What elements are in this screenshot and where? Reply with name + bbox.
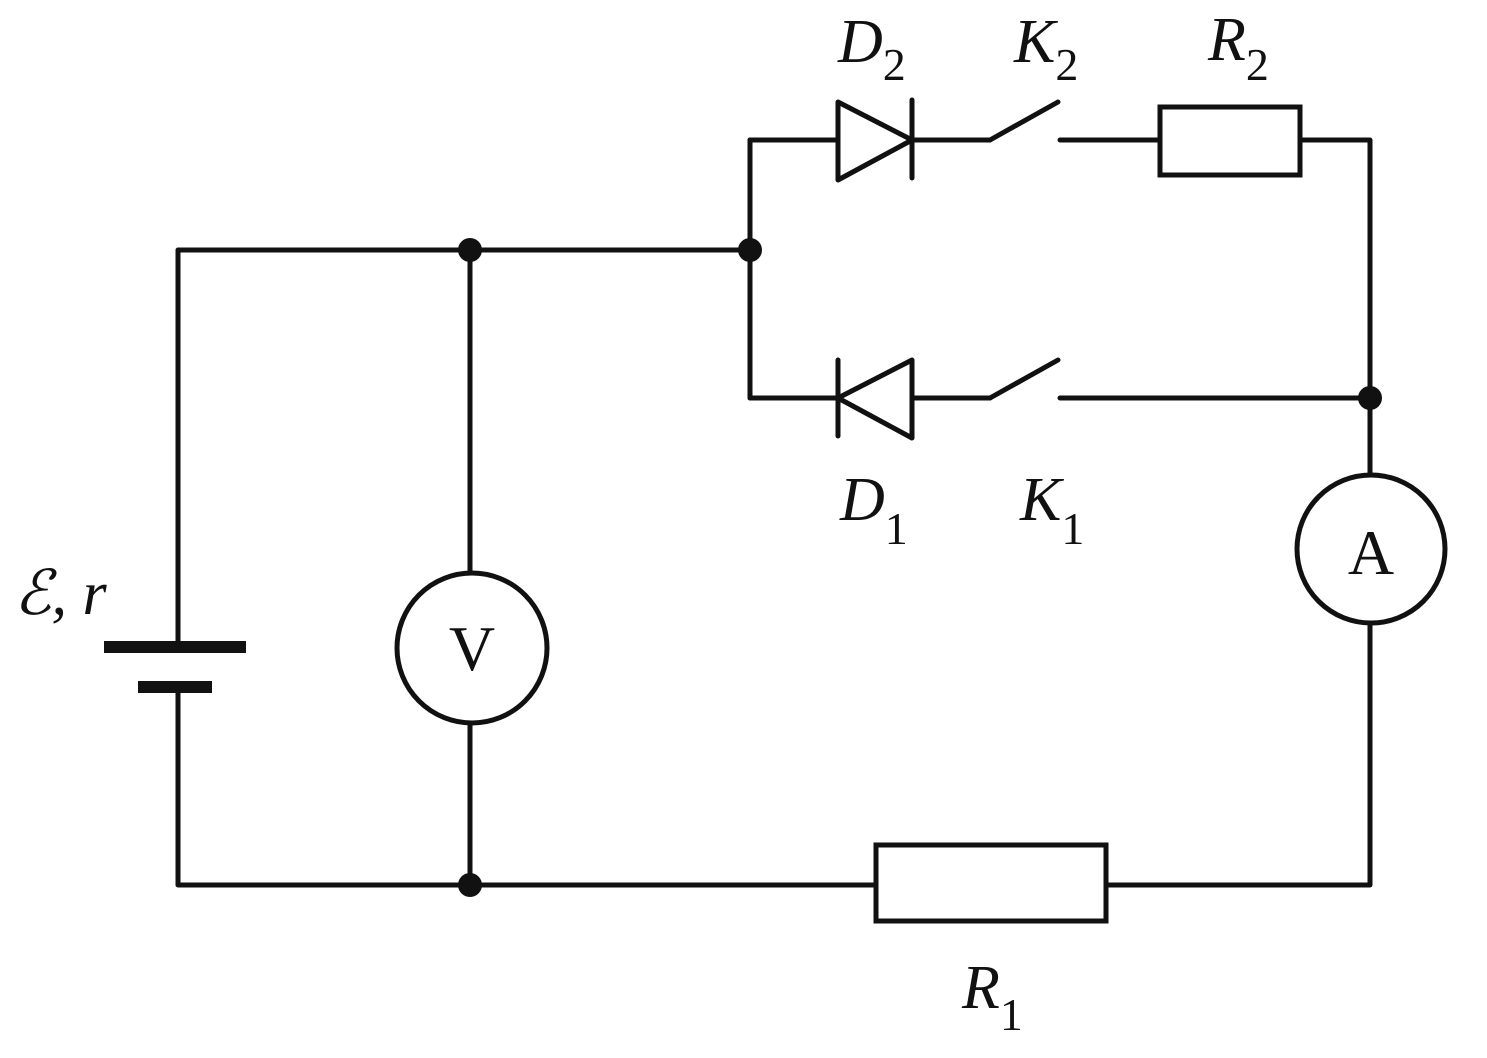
switch-k2: K2 bbox=[987, 8, 1078, 143]
junction-node bbox=[1358, 386, 1382, 410]
ammeter-symbol: A bbox=[1348, 517, 1394, 588]
resistor-r2: R2 bbox=[1157, 6, 1303, 178]
diode-d2-triangle bbox=[835, 99, 915, 183]
resistor-r1-label: R1 bbox=[961, 954, 1023, 1040]
switch-k2-blade bbox=[987, 99, 1061, 143]
voltmeter-symbol: V bbox=[449, 613, 495, 684]
wire-battery-bottom bbox=[175, 685, 473, 888]
ammeter-circle bbox=[1294, 472, 1448, 626]
voltmeter: V bbox=[394, 570, 550, 726]
wire-upper-right bbox=[1297, 137, 1373, 401]
junction-node bbox=[458, 238, 482, 262]
resistor-r2-label: R2 bbox=[1207, 6, 1269, 90]
switch-k1-blade bbox=[987, 357, 1061, 401]
ammeter: A bbox=[1294, 472, 1448, 626]
resistor-r2-body bbox=[1157, 104, 1303, 178]
battery-label: ℰ, r bbox=[14, 560, 108, 628]
switch-k1-label: K1 bbox=[1019, 466, 1084, 554]
diode-d2-label: D2 bbox=[837, 8, 906, 90]
diode-d1-triangle bbox=[835, 357, 915, 441]
battery: ℰ, r bbox=[14, 560, 246, 693]
junctions bbox=[458, 238, 1382, 897]
diode-d1-label: D1 bbox=[839, 466, 908, 554]
voltmeter-circle bbox=[394, 570, 550, 726]
junction-node bbox=[458, 873, 482, 897]
resistor-r1-body bbox=[873, 842, 1109, 924]
resistor-r1: R1 bbox=[873, 842, 1109, 1040]
diode-d1: D1 bbox=[835, 357, 915, 554]
wires bbox=[175, 137, 1373, 888]
junction-node bbox=[738, 238, 762, 262]
switch-k2-label: K2 bbox=[1013, 8, 1078, 90]
diode-d2: D2 bbox=[835, 8, 915, 183]
switch-k1: K1 bbox=[987, 357, 1084, 554]
wire-battery-top bbox=[175, 247, 473, 648]
wire-ammeter-bottom bbox=[1103, 621, 1373, 888]
